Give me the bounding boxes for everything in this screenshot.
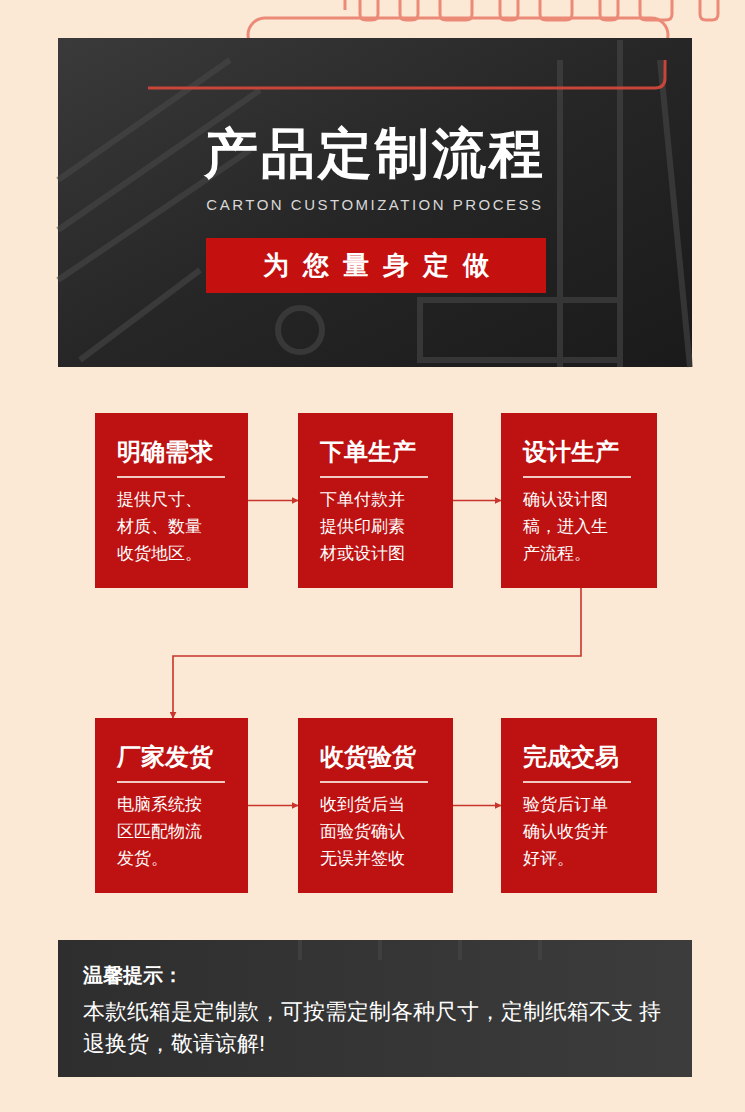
process-box: 收货验货收到货后当 面验货确认 无误并签收: [298, 718, 453, 893]
step-heading: 厂家发货: [117, 742, 232, 772]
slogan-band: 为您量身定做: [206, 238, 546, 293]
notice-body: 本款纸箱是定制款，可按需定制各种尺寸，定制纸箱不支 持退换货，敬请谅解!: [83, 996, 668, 1060]
step-body: 电脑系统按 区匹配物流 发货。: [117, 791, 213, 872]
step-body: 确认设计图 稿，进入生 产流程。: [523, 486, 619, 567]
node-content: 下单生产下单付款并 提供印刷素 材或设计图: [320, 437, 437, 567]
step-body: 提供尺寸、 材质、数量 收货地区。: [117, 486, 213, 567]
flow-arrow: [453, 805, 501, 807]
heading-rule: [117, 476, 225, 478]
header-panel: [58, 38, 692, 367]
flow-arrow: [173, 588, 581, 718]
heading-rule: [117, 781, 225, 783]
heading-rule: [523, 476, 631, 478]
node-content: 完成交易验货后订单 确认收货并 好评。: [523, 742, 641, 872]
step-heading: 收货验货: [320, 742, 437, 772]
node-content: 设计生产确认设计图 稿，进入生 产流程。: [523, 437, 641, 567]
process-box: 下单生产下单付款并 提供印刷素 材或设计图: [298, 413, 453, 588]
node-content: 收货验货收到货后当 面验货确认 无误并签收: [320, 742, 437, 872]
notice-texture: [300, 940, 540, 960]
step-body: 验货后订单 确认收货并 好评。: [523, 791, 619, 872]
process-box: 厂家发货电脑系统按 区匹配物流 发货。: [95, 718, 248, 893]
process-box: 设计生产确认设计图 稿，进入生 产流程。: [501, 413, 657, 588]
node-content: 温馨提示： 本款纸箱是定制款，可按需定制各种尺寸，定制纸箱不支 持退换货，敬请谅解…: [83, 960, 672, 1060]
flow-arrow: [248, 500, 298, 502]
flow-arrow: [453, 500, 501, 502]
step-body: 下单付款并 提供印刷素 材或设计图: [320, 486, 416, 567]
notice-heading: 温馨提示：: [83, 960, 672, 990]
heading-rule: [320, 476, 428, 478]
heading-rule: [320, 781, 428, 783]
subtitle: CARTON CUSTOMIZATION PROCESS: [58, 196, 692, 213]
node-content: 明确需求提供尺寸、 材质、数量 收货地区。: [117, 437, 232, 567]
process-box: 完成交易验货后订单 确认收货并 好评。: [501, 718, 657, 893]
heading-rule: [523, 781, 631, 783]
process-box: 明确需求提供尺寸、 材质、数量 收货地区。: [95, 413, 248, 588]
notice-panel: 温馨提示： 本款纸箱是定制款，可按需定制各种尺寸，定制纸箱不支 持退换货，敬请谅解…: [58, 940, 692, 1077]
node-content: 厂家发货电脑系统按 区匹配物流 发货。: [117, 742, 232, 872]
node-content: 为您量身定做: [263, 248, 489, 283]
flow-arrow: [248, 805, 298, 807]
notice-ground: [58, 940, 692, 1077]
step-heading: 完成交易: [523, 742, 641, 772]
slogan-text: 为您量身定做: [263, 248, 503, 283]
step-heading: 明确需求: [117, 437, 232, 467]
header-rule: [148, 60, 665, 88]
step-body: 收到货后当 面验货确认 无误并签收: [320, 791, 416, 872]
page-title: 产品定制流程: [58, 118, 692, 191]
step-heading: 下单生产: [320, 437, 437, 467]
step-heading: 设计生产: [523, 437, 641, 467]
